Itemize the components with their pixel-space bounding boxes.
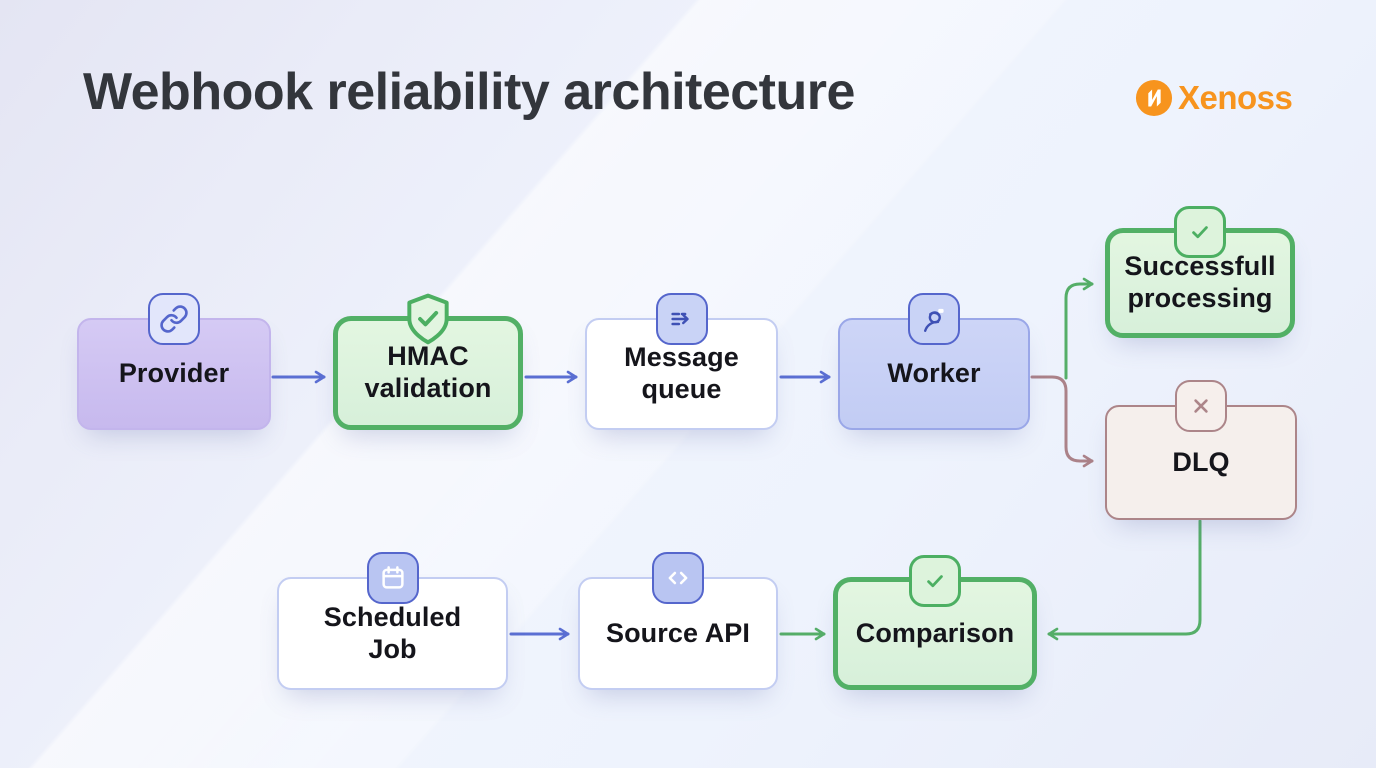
- hmac-icon-badge: [400, 289, 456, 349]
- node-label: Message queue: [624, 342, 739, 404]
- dlq-icon-badge: [1175, 380, 1227, 432]
- shield-check-icon: [407, 293, 449, 345]
- comparison-icon-badge: [909, 555, 961, 607]
- edge-dlq-comparison: [1047, 519, 1202, 641]
- node-provider: Provider: [77, 293, 271, 430]
- edge-worker-dlq: [1030, 375, 1094, 468]
- worker-icon-badge: [908, 293, 960, 345]
- check-icon: [927, 575, 943, 588]
- node-hmac-validation: HMAC validation: [333, 293, 523, 430]
- node-message-queue: Message queue: [585, 293, 778, 430]
- node-label: Worker: [887, 358, 981, 389]
- node-dlq: DLQ: [1105, 380, 1297, 520]
- node-label: DLQ: [1172, 446, 1230, 477]
- node-label: Scheduled Job: [323, 601, 462, 664]
- xenoss-logo-text: Xenoss: [1178, 79, 1293, 116]
- success-icon-badge: [1174, 206, 1226, 258]
- xenoss-logo-icon: [1135, 79, 1173, 117]
- worker-icon: [924, 308, 944, 332]
- page-title: Webhook reliability architecture: [83, 63, 855, 121]
- queue-icon-badge: [655, 293, 708, 345]
- node-label: Comparison: [855, 617, 1015, 648]
- node-label: HMAC validation: [364, 341, 492, 403]
- node-label: Provider: [118, 358, 230, 389]
- node-comparison: Comparison: [833, 555, 1037, 690]
- x-icon: [1194, 399, 1208, 413]
- node-worker: Worker: [838, 293, 1030, 430]
- scheduled-icon-badge: [366, 552, 419, 604]
- node-label: Source API: [605, 617, 751, 648]
- node-successful-processing: Successfull processing: [1105, 206, 1295, 338]
- queue-arrow-icon: [670, 312, 689, 326]
- provider-icon-badge: [148, 293, 200, 345]
- xenoss-logo: Xenoss: [1135, 79, 1293, 117]
- source-icon-badge: [652, 552, 704, 604]
- node-label: Successfull processing: [1124, 251, 1276, 313]
- node-scheduled-job: Scheduled Job: [277, 552, 508, 690]
- calendar-icon: [381, 566, 404, 589]
- check-icon: [1192, 226, 1208, 239]
- edge-worker-success: [1064, 277, 1094, 380]
- link-icon: [160, 305, 188, 333]
- node-source-api: Source API: [578, 552, 778, 690]
- code-icon: [668, 571, 688, 585]
